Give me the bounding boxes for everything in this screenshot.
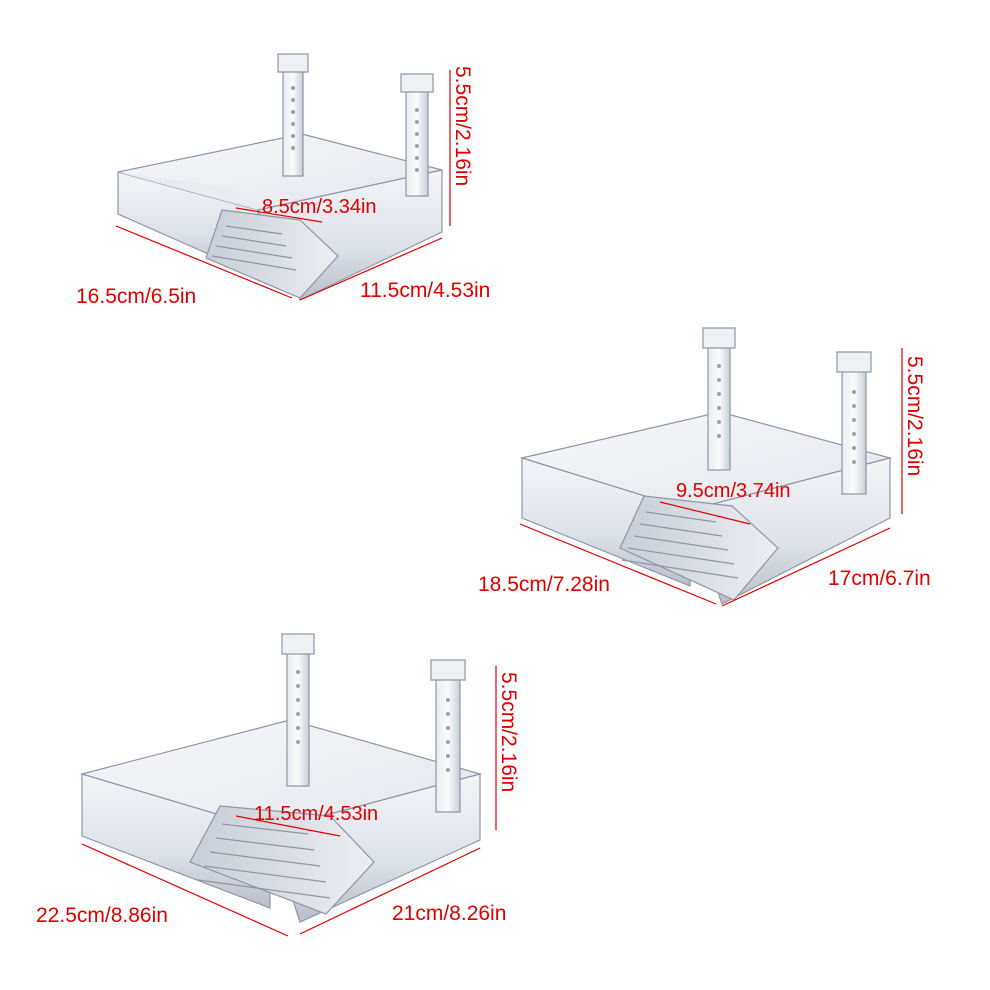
ramp-slots-large xyxy=(197,823,331,899)
ramp-slots-small xyxy=(211,225,297,271)
hanger-post-left-large xyxy=(281,633,315,787)
ramp-dimension-line-small xyxy=(235,207,323,223)
height-label-large: 5.5cm/2.16in xyxy=(497,672,520,792)
width-dimension-line-large xyxy=(299,847,481,935)
width-dimension-line-small xyxy=(299,237,443,301)
product-small: 5.5cm/2.16in 8.5cm/3.34in 16.5cm/6.5in 1… xyxy=(76,53,490,308)
tray-image-medium xyxy=(519,327,893,605)
hanger-post-left-medium xyxy=(702,327,736,471)
ramp-dimension-line-medium xyxy=(659,501,751,525)
length-label-small: 16.5cm/6.5in xyxy=(76,285,196,308)
length-dimension-line-large xyxy=(81,843,289,937)
width-label-medium: 17cm/6.7in xyxy=(828,567,931,590)
length-dimension-line-medium xyxy=(519,523,717,605)
height-label-small: 5.5cm/2.16in xyxy=(451,66,474,186)
width-label-small: 11.5cm/4.53in xyxy=(360,279,490,302)
tray-image-small xyxy=(117,53,443,301)
tray-image-large xyxy=(79,633,483,923)
length-dimension-line-small xyxy=(115,225,293,299)
product-large: 5.5cm/2.16in 11.5cm/4.53in 22.5cm/8.86in… xyxy=(36,633,520,937)
length-label-large: 22.5cm/8.86in xyxy=(36,904,168,927)
ramp-label-large: 11.5cm/4.53in xyxy=(254,803,378,825)
hanger-post-right-large xyxy=(430,659,466,813)
hanger-post-left-small xyxy=(277,53,309,177)
ramp-label-small: 8.5cm/3.34in xyxy=(262,196,377,218)
ramp-label-medium: 9.5cm/3.74in xyxy=(676,480,791,502)
hanger-post-right-small xyxy=(400,73,434,197)
width-label-large: 21cm/8.26in xyxy=(392,902,506,925)
product-medium: 5.5cm/2.16in 9.5cm/3.74in 18.5cm/7.28in … xyxy=(478,327,931,607)
hanger-post-right-medium xyxy=(836,351,872,495)
ramp-dimension-line-large xyxy=(235,815,341,837)
length-label-medium: 18.5cm/7.28in xyxy=(478,573,610,596)
ramp-slots-medium xyxy=(621,511,739,579)
height-label-medium: 5.5cm/2.16in xyxy=(903,356,926,476)
width-dimension-line-medium xyxy=(721,527,891,607)
